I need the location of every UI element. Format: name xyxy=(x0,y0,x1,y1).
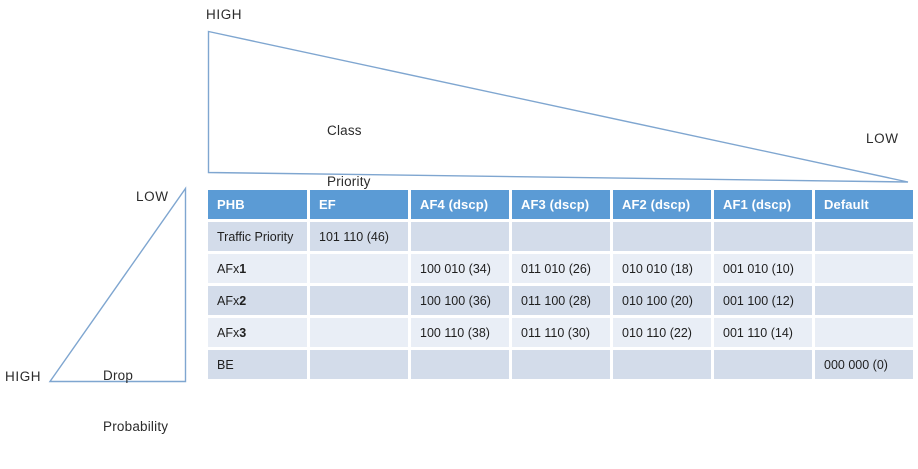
table-cell-dscp xyxy=(613,222,711,251)
drop-probability-caption-line2: Probability xyxy=(103,419,169,434)
drop-probability-caption: Drop Probability xyxy=(103,333,168,469)
table-row: Traffic Priority 101 110 (46) xyxy=(208,222,913,251)
column-header-af1-dscp: AF1 (dscp) xyxy=(714,190,812,219)
column-header-af2-dscp: AF2 (dscp) xyxy=(613,190,711,219)
table-cell-dscp xyxy=(512,222,610,251)
column-header-phb: PHB xyxy=(208,190,307,219)
table-row: AFx1 100 010 (34)011 010 (26)010 010 (18)… xyxy=(208,254,913,283)
drop-probability-high-label: HIGH xyxy=(5,369,42,384)
phb-name: AFx xyxy=(217,293,240,308)
table-cell-dscp xyxy=(815,318,913,347)
phb-name: AFx xyxy=(217,325,240,340)
table-cell-dscp: 011 010 (26) xyxy=(512,254,610,283)
table-cell-dscp: 000 000 (0) xyxy=(815,350,913,379)
class-priority-caption-line2: Priority xyxy=(327,174,371,189)
table-cell-dscp: 001 110 (14) xyxy=(714,318,812,347)
table-cell-dscp xyxy=(613,350,711,379)
table-cell-dscp: 011 110 (30) xyxy=(512,318,610,347)
table-cell-dscp: 001 100 (12) xyxy=(714,286,812,315)
table-cell-dscp: 101 110 (46) xyxy=(310,222,408,251)
phb-drop-class: 3 xyxy=(239,325,247,340)
column-header-ef: EF xyxy=(310,190,408,219)
class-priority-low-label: LOW xyxy=(866,131,899,146)
table-cell-dscp: 010 010 (18) xyxy=(613,254,711,283)
class-priority-high-label: HIGH xyxy=(206,7,243,22)
table-cell-dscp: 011 100 (28) xyxy=(512,286,610,315)
phb-name: AFx xyxy=(217,261,240,276)
class-priority-caption: Class Priority xyxy=(327,88,371,224)
table-cell-dscp xyxy=(714,222,812,251)
drop-probability-caption-line1: Drop xyxy=(103,368,134,383)
table-cell-dscp xyxy=(310,286,408,315)
table-cell-dscp: 001 010 (10) xyxy=(714,254,812,283)
diagram-canvas: HIGH LOW Class Priority LOW HIGH Drop Pr… xyxy=(5,7,916,434)
table-cell-dscp xyxy=(512,350,610,379)
class-priority-caption-line1: Class xyxy=(327,123,362,138)
table-cell-dscp: 100 100 (36) xyxy=(411,286,509,315)
table-cell-dscp: 100 010 (34) xyxy=(411,254,509,283)
phb-drop-class: 1 xyxy=(239,261,247,276)
drop-probability-low-label: LOW xyxy=(136,189,169,204)
table-cell-phb: BE xyxy=(208,350,307,379)
class-priority-triangle xyxy=(207,30,909,183)
table-cell-dscp xyxy=(815,222,913,251)
column-header-default: Default xyxy=(815,190,913,219)
column-header-af4-dscp: AF4 (dscp) xyxy=(411,190,509,219)
table-cell-dscp xyxy=(310,350,408,379)
table-cell-phb: AFx3 xyxy=(208,318,307,347)
table-cell-dscp xyxy=(815,254,913,283)
table-cell-phb: AFx1 xyxy=(208,254,307,283)
table-row: AFx3 100 110 (38)011 110 (30)010 110 (22)… xyxy=(208,318,913,347)
table-cell-phb: Traffic Priority xyxy=(208,222,307,251)
phb-name: Traffic Priority xyxy=(217,229,294,244)
table-row: AFx2 100 100 (36)011 100 (28)010 100 (20)… xyxy=(208,286,913,315)
table-cell-dscp xyxy=(310,254,408,283)
table-cell-dscp: 010 110 (22) xyxy=(613,318,711,347)
table-cell-dscp: 010 100 (20) xyxy=(613,286,711,315)
table-cell-dscp xyxy=(411,222,509,251)
table-row: BE 000 000 (0) xyxy=(208,350,913,379)
table-cell-phb: AFx2 xyxy=(208,286,307,315)
phb-name: BE xyxy=(217,357,234,372)
table-cell-dscp xyxy=(411,350,509,379)
table-cell-dscp xyxy=(310,318,408,347)
table-cell-dscp xyxy=(815,286,913,315)
column-header-af3-dscp: AF3 (dscp) xyxy=(512,190,610,219)
table-cell-dscp xyxy=(714,350,812,379)
phb-drop-class: 2 xyxy=(239,293,247,308)
table-cell-dscp: 100 110 (38) xyxy=(411,318,509,347)
